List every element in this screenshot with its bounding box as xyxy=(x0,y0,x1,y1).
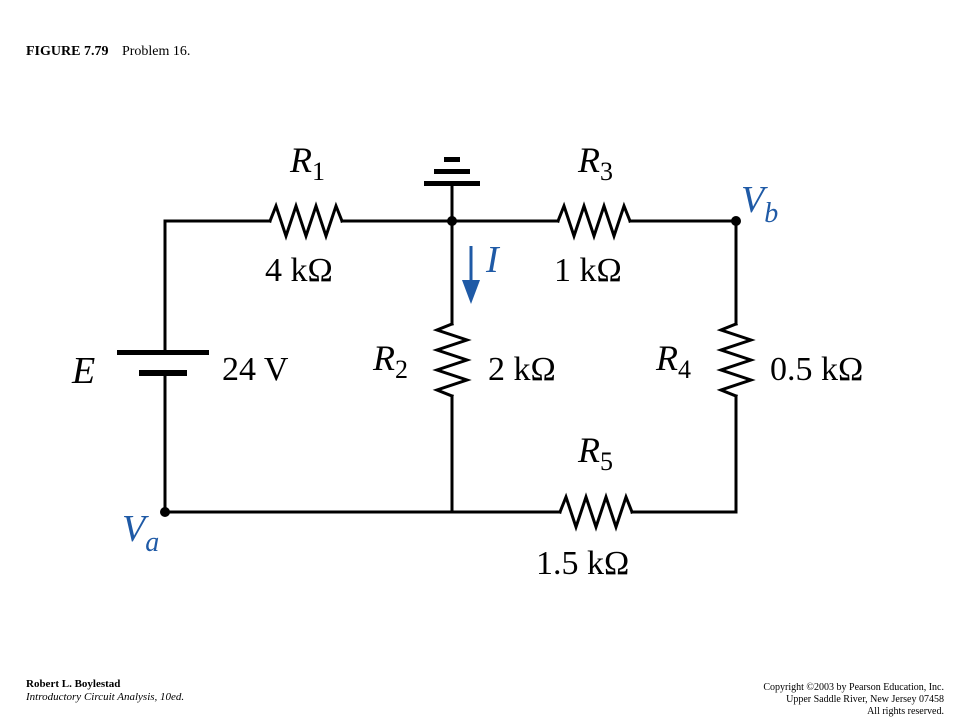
ground-icon xyxy=(424,157,480,186)
value-r5: 1.5 kΩ xyxy=(536,545,629,582)
resistor-r2 xyxy=(432,322,472,398)
junction-node-vb xyxy=(731,216,741,226)
label-source: E xyxy=(71,350,95,392)
battery-short-plate xyxy=(139,370,187,376)
copyright-line-2: Upper Saddle River, New Jersey 07458 xyxy=(786,694,944,705)
label-r5: R5 xyxy=(577,430,613,476)
footer-book: Introductory Circuit Analysis, 10ed. xyxy=(26,691,185,703)
value-r4: 0.5 kΩ xyxy=(770,351,863,388)
wire-right-bottom xyxy=(630,394,738,514)
copyright-line-1: Copyright ©2003 by Pearson Education, In… xyxy=(763,682,944,693)
footer-author: Robert L. Boylestad xyxy=(26,678,121,690)
battery-long-plate xyxy=(117,350,209,355)
resistor-r4 xyxy=(716,322,756,398)
figure-title: Problem 16. xyxy=(121,44,191,59)
value-source: 24 V xyxy=(222,351,289,388)
junction-node-va xyxy=(160,507,170,517)
figure-caption: FIGURE 7.79 Problem 16. xyxy=(26,44,190,60)
current-arrow-icon xyxy=(462,246,480,304)
label-current: I xyxy=(485,239,501,281)
resistor-r5 xyxy=(558,492,634,532)
label-r1: R1 xyxy=(289,140,325,186)
footer-attribution: Robert L. Boylestad Introductory Circuit… xyxy=(26,678,184,704)
value-r3: 1 kΩ xyxy=(554,252,622,289)
footer-copyright: Copyright ©2003 by Pearson Education, In… xyxy=(763,682,944,718)
figure-number: FIGURE 7.79 xyxy=(26,44,109,59)
resistor-r1 xyxy=(268,201,344,241)
resistor-r3 xyxy=(556,201,632,241)
label-vb: Vb xyxy=(741,179,778,229)
copyright-line-3: All rights reserved. xyxy=(867,706,944,717)
label-r3: R3 xyxy=(577,140,613,186)
label-r4: R4 xyxy=(655,338,691,384)
label-r2: R2 xyxy=(372,338,408,384)
junction-node-top xyxy=(447,216,457,226)
label-va: Va xyxy=(122,508,159,558)
value-r2: 2 kΩ xyxy=(488,351,556,388)
value-r1: 4 kΩ xyxy=(265,252,333,289)
